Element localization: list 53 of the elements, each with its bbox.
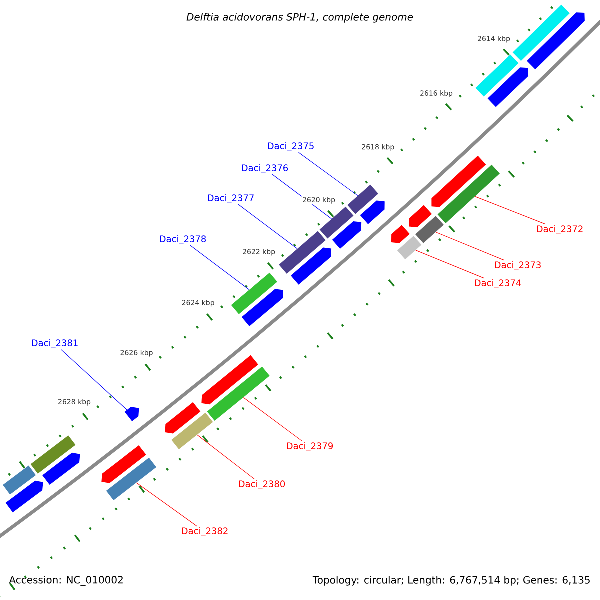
gene-block	[202, 355, 258, 405]
gene-label: Daci_2379	[287, 442, 334, 452]
gene-label: Daci_2374	[475, 280, 522, 288]
gene-bar	[438, 164, 500, 224]
gene-block	[165, 402, 201, 434]
gene-label: Daci_2380	[239, 480, 286, 490]
footer-text: Accession: NC_010002	[9, 576, 123, 586]
leader-line	[60, 349, 128, 410]
gene-bar	[172, 412, 214, 450]
gene-label: Daci_2381	[32, 340, 78, 348]
gene-block	[6, 480, 44, 513]
leader-line	[436, 232, 504, 261]
gene-block	[102, 445, 146, 484]
gene-bar	[3, 466, 36, 495]
gene-block	[42, 452, 80, 486]
gene-label: Daci_2373	[495, 262, 541, 270]
gene-bar	[106, 458, 157, 500]
gene-block	[527, 12, 585, 70]
gene-block	[290, 248, 332, 285]
gene-bar	[231, 272, 278, 314]
footer-text: Topology: circular; Length: 6,767,514 bp; Genes: 6,135	[312, 576, 590, 586]
leader-line	[190, 245, 250, 290]
leader-line	[298, 152, 358, 196]
gene-block	[332, 221, 362, 249]
gene-label: Daci_2376	[242, 164, 288, 174]
gene-block	[488, 68, 529, 108]
gene-block	[432, 156, 486, 208]
leader-line	[474, 196, 546, 225]
leader-line	[197, 434, 255, 480]
gene-label: Daci_2372	[537, 226, 583, 234]
gene-bar	[30, 436, 76, 474]
leader-line	[238, 204, 298, 250]
gene-block	[391, 225, 410, 244]
leader-line	[416, 250, 484, 279]
gene-label: Daci_2378	[160, 236, 206, 244]
leader-line	[243, 397, 303, 442]
leader-line	[136, 482, 198, 527]
gene-bar	[416, 216, 444, 244]
gene-bar	[348, 184, 378, 214]
gene-bar	[512, 4, 570, 62]
gene-block	[124, 407, 140, 422]
gene-bar	[279, 231, 326, 274]
gene-bar	[397, 236, 422, 260]
gene-bar	[320, 206, 354, 239]
gene-label: Daci_2375	[268, 142, 314, 152]
gene-block	[409, 205, 432, 228]
gene-label: Daci_2377	[208, 194, 254, 204]
gene-bar	[207, 366, 270, 422]
gene-bar	[476, 54, 519, 97]
title: Delftia acidovorans SPH-1, complete genome	[186, 13, 414, 23]
gene-block	[242, 289, 284, 326]
gene-block	[360, 200, 385, 224]
gene-label: Daci_2382	[182, 528, 228, 536]
